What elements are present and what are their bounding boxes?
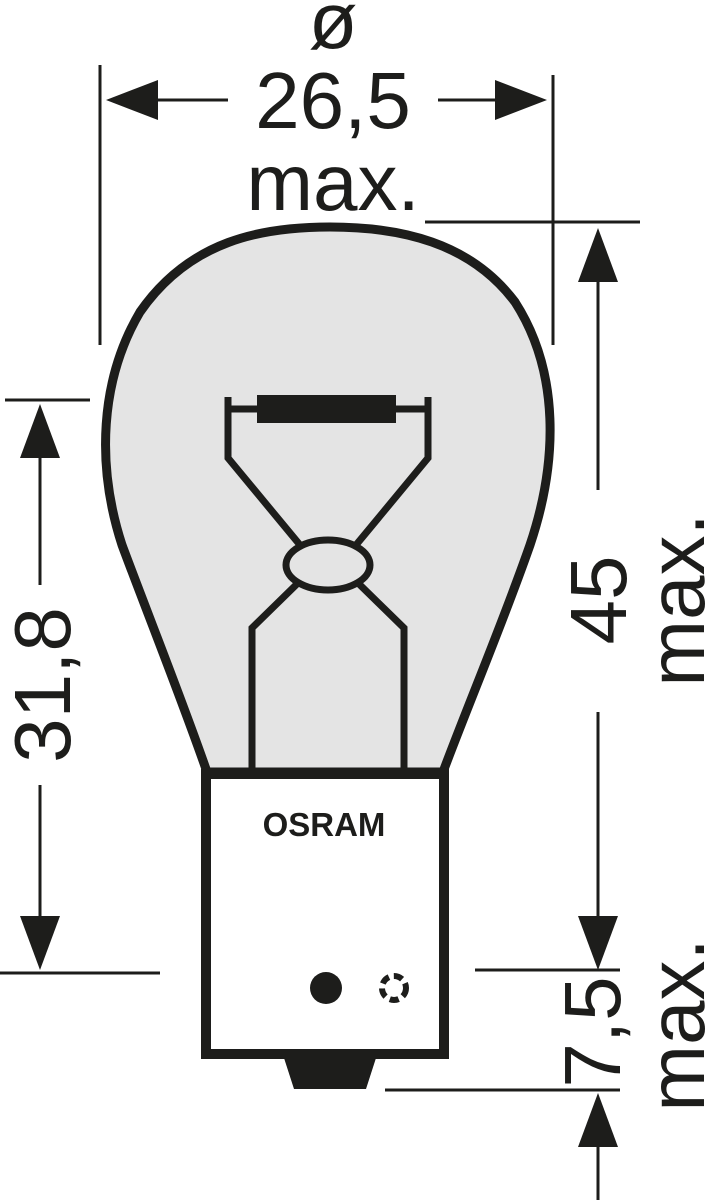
base-contact (284, 1058, 376, 1089)
total-length-dimension (475, 228, 620, 972)
total-length-qualifier: max. (632, 513, 708, 686)
diameter-symbol: ø (309, 0, 358, 65)
base-pin-dot (310, 972, 342, 1004)
base-height-dimension (385, 1088, 620, 1200)
diameter-qualifier: max. (246, 138, 419, 227)
filament-coil (257, 395, 396, 423)
total-length-value: 45 (554, 556, 643, 645)
base-height-qualifier: max. (632, 938, 708, 1111)
base-height-value: 7,5 (548, 976, 637, 1087)
light-center-value: 31,8 (0, 607, 87, 763)
diameter-value: 26,5 (255, 56, 411, 145)
base-pin-dashed (379, 973, 409, 1003)
bulb-base (201, 769, 449, 1059)
brand-label: OSRAM (263, 806, 386, 843)
light-center-dimension (0, 398, 160, 975)
bulb-glass (101, 222, 555, 777)
diameter-dimension (98, 65, 640, 345)
